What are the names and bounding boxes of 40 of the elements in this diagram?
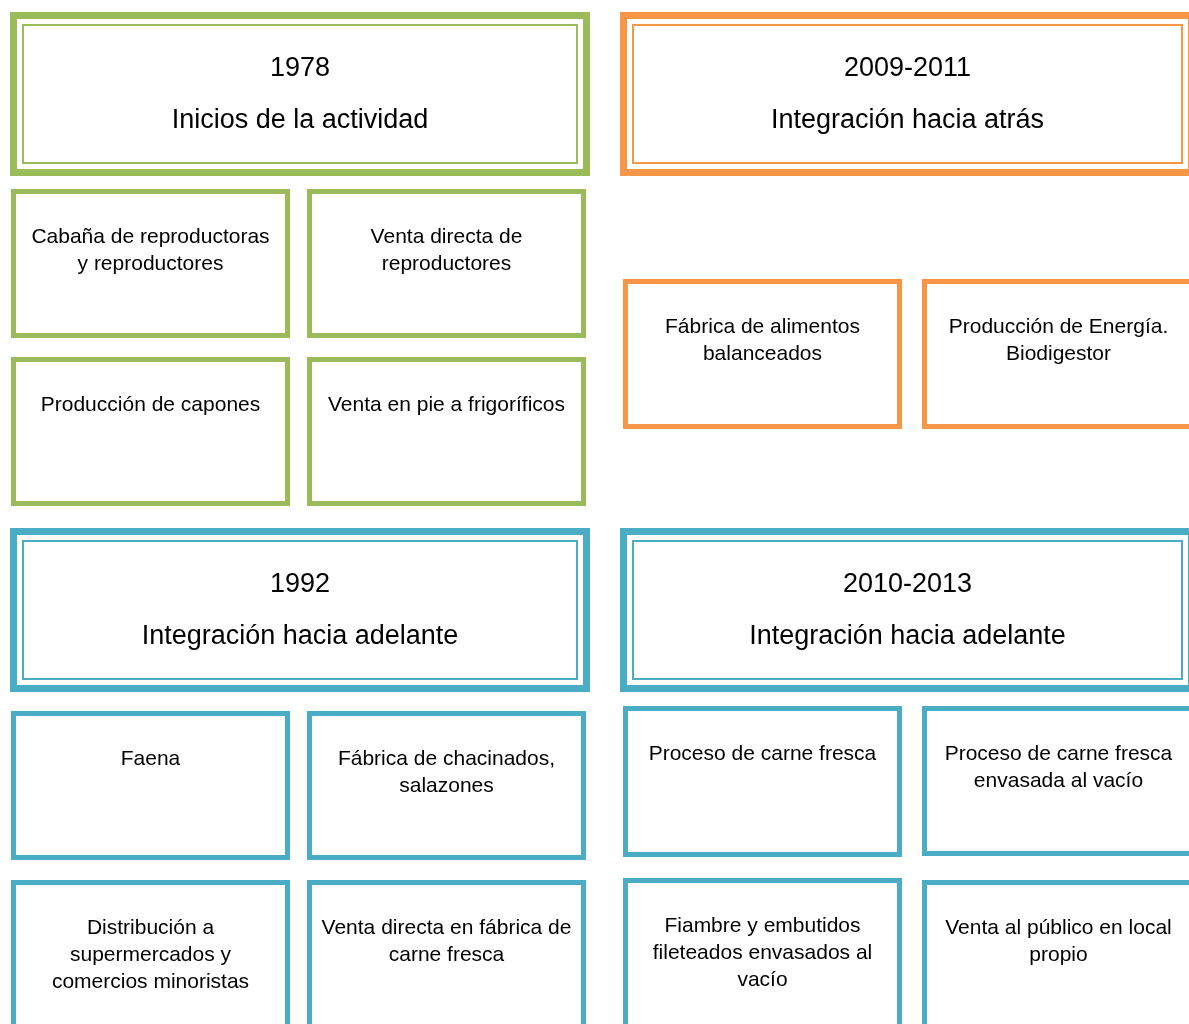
activity-box — [922, 880, 1189, 1024]
year-label: 1978 — [269, 51, 331, 83]
activity-box — [11, 189, 290, 338]
activity-text: Venta directa en fábrica de carne fresca — [320, 914, 573, 967]
activity-text: Proceso de carne fresca envasada al vacío — [943, 740, 1174, 793]
year-label: 1992 — [269, 567, 331, 599]
header-box — [620, 528, 1189, 692]
activity-box — [623, 706, 902, 857]
header-box — [620, 12, 1189, 176]
activity-box — [11, 880, 290, 1024]
activity-text: Venta en pie a frigoríficos — [328, 391, 565, 417]
activity-text: Fábrica de alimentos balanceados — [664, 313, 861, 366]
stage-title: Integración hacia adelante — [749, 619, 1066, 651]
activity-text: Producción de Energía. Biodigestor — [947, 313, 1170, 366]
activity-box — [623, 279, 902, 429]
activity-text: Distribución a supermercados y comercios minoristas — [50, 914, 251, 994]
activity-box — [307, 880, 586, 1024]
activity-box — [307, 189, 586, 338]
header-box — [10, 528, 590, 692]
header-box — [10, 12, 590, 176]
activity-text: Fiambre y embutidos fileteados envasados al vacío — [651, 912, 874, 992]
activity-box — [922, 279, 1189, 429]
year-label: 2010-2013 — [842, 567, 973, 599]
activity-box — [307, 711, 586, 860]
activity-text: Venta directa de reproductores — [369, 223, 524, 276]
stage-title: Integración hacia atrás — [770, 103, 1045, 135]
activity-box — [922, 706, 1189, 856]
activity-text: Venta al público en local propio — [944, 914, 1173, 967]
activity-box — [307, 357, 586, 506]
activity-text: Proceso de carne fresca — [648, 740, 877, 766]
activity-box — [11, 357, 290, 506]
activity-box — [11, 711, 290, 860]
stage-title: Integración hacia adelante — [141, 619, 459, 651]
activity-text: Fábrica de chacinados, salazones — [336, 745, 557, 798]
activity-text: Cabaña de reproductoras y reproductores — [30, 223, 271, 276]
stage-title: Inicios de la actividad — [171, 103, 429, 135]
activity-text: Producción de capones — [40, 391, 261, 417]
activity-box — [623, 878, 902, 1024]
year-label: 2009-2011 — [843, 51, 972, 83]
activity-text: Faena — [120, 745, 181, 771]
